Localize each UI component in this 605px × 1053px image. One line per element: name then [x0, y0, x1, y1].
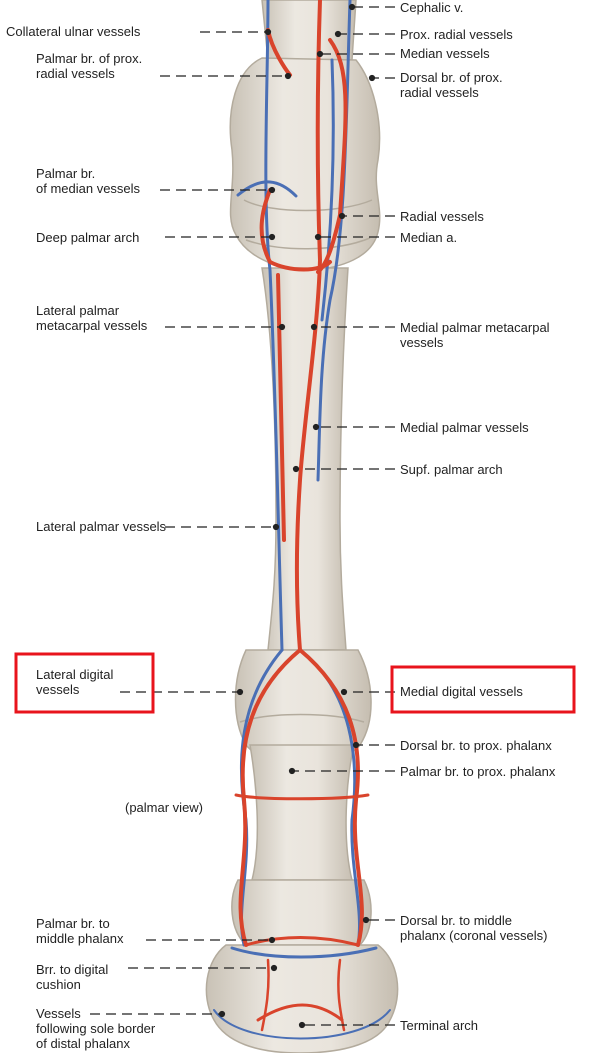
- label-prox-radial-vessels: Prox. radial vessels: [400, 27, 513, 42]
- leader-dot-lateral-palmar-vessels: [274, 525, 279, 530]
- label-cephalic-v: Cephalic v.: [400, 0, 463, 15]
- label-deep-palmar-arch: Deep palmar arch: [36, 230, 139, 245]
- label-lateral-palmar-metacarpal: Lateral palmar metacarpal vessels: [36, 303, 147, 333]
- label-medial-digital-vessels: Medial digital vessels: [400, 684, 523, 699]
- label-dorsal-br-middle-phalanx: Dorsal br. to middle phalanx (coronal ve…: [400, 913, 547, 943]
- label-collateral-ulnar-vessels: Collateral ulnar vessels: [6, 24, 140, 39]
- leader-dot-palmar-br-middle-phalanx: [270, 938, 275, 943]
- leader-dot-medial-palmar-vessels: [314, 425, 319, 430]
- leader-dot-radial-vessels: [340, 214, 345, 219]
- leader-dot-dorsal-br-prox-radial: [370, 76, 375, 81]
- leader-dot-supf-palmar-arch: [294, 467, 299, 472]
- label-palmar-br-median: Palmar br. of median vessels: [36, 166, 140, 196]
- leader-dot-median-vessels: [318, 52, 323, 57]
- leader-dot-palmar-br-median: [270, 188, 275, 193]
- label-supf-palmar-arch: Supf. palmar arch: [400, 462, 503, 477]
- label-vessels-sole-border: Vessels following sole border of distal …: [36, 1006, 155, 1051]
- carpal-bones: [230, 58, 379, 270]
- label-palmar-br-prox-phalanx: Palmar br. to prox. phalanx: [400, 764, 555, 779]
- label-medial-palmar-vessels: Medial palmar vessels: [400, 420, 529, 435]
- leader-dot-median-a: [316, 235, 321, 240]
- view-label: (palmar view): [125, 800, 203, 815]
- leader-dot-terminal-arch: [300, 1023, 305, 1028]
- leader-dot-deep-palmar-arch: [270, 235, 275, 240]
- leader-dot-lateral-palmar-metacarpal: [280, 325, 285, 330]
- leader-dot-medial-digital: [342, 690, 347, 695]
- label-brr-digital-cushion: Brr. to digital cushion: [36, 962, 108, 992]
- leader-dot-cephalic: [350, 5, 355, 10]
- label-radial-vessels: Radial vessels: [400, 209, 484, 224]
- label-lateral-palmar-vessels: Lateral palmar vessels: [36, 519, 166, 534]
- leader-dot-dorsal-br-middle-phalanx: [364, 918, 369, 923]
- leader-dot-brr-digital-cushion: [272, 966, 277, 971]
- label-lateral-digital-vessels: Lateral digital vessels: [36, 667, 113, 697]
- label-median-a: Median a.: [400, 230, 457, 245]
- label-medial-palmar-metacarpal: Medial palmar metacarpal vessels: [400, 320, 550, 350]
- label-palmar-br-prox-radial: Palmar br. of prox. radial vessels: [36, 51, 142, 81]
- leader-dot-medial-palmar-metacarpal: [312, 325, 317, 330]
- middle-phalanx: [232, 880, 371, 945]
- leader-dot-palmar-br-prox-phalanx: [290, 769, 295, 774]
- label-dorsal-br-prox-radial: Dorsal br. of prox. radial vessels: [400, 70, 503, 100]
- left-labels: Collateral ulnar vessels Palmar br. of p…: [6, 24, 236, 1053]
- leader-dot-dorsal-br-prox-phalanx: [354, 743, 359, 748]
- label-dorsal-br-prox-phalanx: Dorsal br. to prox. phalanx: [400, 738, 552, 753]
- leader-dot-lateral-digital: [238, 690, 243, 695]
- proximal-phalanx: [250, 745, 354, 880]
- leader-dot-collateral-ulnar: [266, 30, 271, 35]
- metacarpal-bone: [262, 268, 348, 650]
- leader-dot-palmar-br-prox-radial: [286, 74, 291, 79]
- label-palmar-br-middle-phalanx: Palmar br. to middle phalanx: [36, 916, 123, 946]
- label-terminal-arch: Terminal arch: [400, 1018, 478, 1033]
- label-median-vessels: Median vessels: [400, 46, 490, 61]
- leader-dot-prox-radial: [336, 32, 341, 37]
- right-labels: Cephalic v. Prox. radial vessels Median …: [400, 0, 605, 1038]
